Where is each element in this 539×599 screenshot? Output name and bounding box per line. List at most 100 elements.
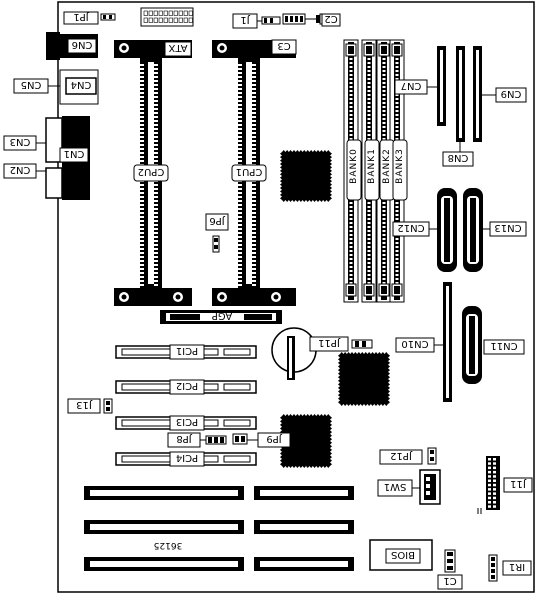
dimm-pin bbox=[382, 126, 386, 128]
slot-pin bbox=[140, 216, 144, 218]
slot-pin bbox=[154, 116, 158, 118]
dimm-pin bbox=[349, 58, 353, 60]
dimm-pin bbox=[382, 266, 386, 268]
slot-pin bbox=[238, 96, 242, 98]
slot-pin bbox=[140, 252, 144, 254]
slot-pin bbox=[140, 140, 144, 142]
slot-pin bbox=[154, 76, 158, 78]
slot-pin bbox=[238, 144, 242, 146]
dimm-pin bbox=[349, 202, 353, 204]
dimm-latch-core bbox=[381, 286, 387, 294]
slot-pin bbox=[252, 212, 256, 214]
slot-pin bbox=[154, 108, 158, 110]
slot-pin bbox=[238, 104, 242, 106]
slot-pin bbox=[140, 148, 144, 150]
slot-pin bbox=[238, 200, 242, 202]
dimm-pin bbox=[367, 98, 371, 100]
slot-pin bbox=[252, 112, 256, 114]
j11-pin bbox=[488, 458, 491, 461]
slot-pin bbox=[252, 148, 256, 150]
board-code: 36125 bbox=[154, 540, 183, 550]
dimm-pin bbox=[382, 122, 386, 124]
slot-pin bbox=[238, 264, 242, 266]
atx-pin bbox=[153, 17, 158, 23]
dimm-pin bbox=[367, 282, 371, 284]
slot-pin bbox=[238, 280, 242, 282]
pci-labels: PCI1 PCI2 PCI3 PCI4 bbox=[169, 344, 205, 467]
slot-pin bbox=[154, 256, 158, 258]
atx-pin bbox=[143, 17, 148, 23]
connector-cn5-cn4: CN4 CN5 bbox=[13, 69, 99, 105]
c2-label: C2 bbox=[324, 13, 337, 24]
slot-pin bbox=[140, 228, 144, 230]
jumper-jp1: JP1 bbox=[63, 11, 116, 25]
dimm-pin bbox=[349, 282, 353, 284]
slot-pin bbox=[252, 124, 256, 126]
dimm-pin bbox=[395, 114, 399, 116]
slot-pin bbox=[252, 108, 256, 110]
slot-pin bbox=[252, 232, 256, 234]
j11-pin bbox=[493, 466, 496, 470]
dimm-pin bbox=[367, 262, 371, 264]
dimm-pin bbox=[382, 110, 386, 112]
jumper-jp8: JP8 bbox=[167, 432, 227, 448]
pci3-label: PCI3 bbox=[176, 416, 198, 427]
dimm-latch-core bbox=[366, 286, 372, 294]
bank2-label: BANK2 bbox=[382, 148, 392, 184]
slot-pin bbox=[140, 192, 144, 194]
dimm-pin bbox=[382, 102, 386, 104]
slot-pin bbox=[252, 240, 256, 242]
slot-pin bbox=[252, 84, 256, 86]
dimm-pin bbox=[349, 118, 353, 120]
jumper-jp9: JP9 bbox=[232, 432, 291, 448]
dimm-pin bbox=[382, 222, 386, 224]
slot-pin bbox=[154, 84, 158, 86]
slot-pin bbox=[252, 140, 256, 142]
atx-pin bbox=[153, 10, 158, 16]
slot-pin bbox=[140, 96, 144, 98]
dimm-pin bbox=[367, 266, 371, 268]
dimm-pin bbox=[395, 94, 399, 96]
slot-pin bbox=[252, 184, 256, 186]
dimm-pin bbox=[367, 134, 371, 136]
dimm-pin bbox=[382, 262, 386, 264]
bank0-label: BANK0 bbox=[349, 148, 359, 184]
pci-slot-socket bbox=[223, 383, 251, 391]
slot-pin bbox=[140, 200, 144, 202]
slot-pin bbox=[154, 228, 158, 230]
slot-pin bbox=[238, 228, 242, 230]
dimm-pin bbox=[382, 130, 386, 132]
chip bbox=[338, 352, 390, 406]
header-j13: J13 bbox=[67, 398, 113, 414]
atx-pin bbox=[148, 17, 153, 23]
slot-pin bbox=[140, 212, 144, 214]
dimm-pin bbox=[382, 246, 386, 248]
dimm-pin bbox=[382, 274, 386, 276]
slot-pin bbox=[140, 268, 144, 270]
slot-pin bbox=[154, 160, 158, 162]
dimm-pin bbox=[382, 230, 386, 232]
j11-pin bbox=[488, 466, 491, 470]
cn11-label: CN11 bbox=[490, 340, 517, 351]
slot-pin bbox=[140, 92, 144, 94]
dimm-pin bbox=[367, 218, 371, 220]
header-c1: C1 bbox=[437, 549, 463, 590]
dimm-pin bbox=[367, 126, 371, 128]
jumper-jp12: JP12 bbox=[379, 447, 437, 465]
slot-pin bbox=[154, 220, 158, 222]
dimm-pin bbox=[395, 238, 399, 240]
cn8-label: CN8 bbox=[448, 152, 469, 163]
slot-pin bbox=[238, 160, 242, 162]
dimm-pin bbox=[382, 62, 386, 64]
dimm-pin bbox=[395, 66, 399, 68]
slot-pin bbox=[140, 244, 144, 246]
slot-pin bbox=[140, 240, 144, 242]
dimm-pin bbox=[382, 226, 386, 228]
slot-pin bbox=[140, 108, 144, 110]
chip bbox=[280, 414, 332, 468]
dimm-pin bbox=[395, 250, 399, 252]
dimm-pin bbox=[382, 70, 386, 72]
dimm-pin bbox=[349, 222, 353, 224]
slot-pin bbox=[238, 148, 242, 150]
slot-pin bbox=[140, 260, 144, 262]
